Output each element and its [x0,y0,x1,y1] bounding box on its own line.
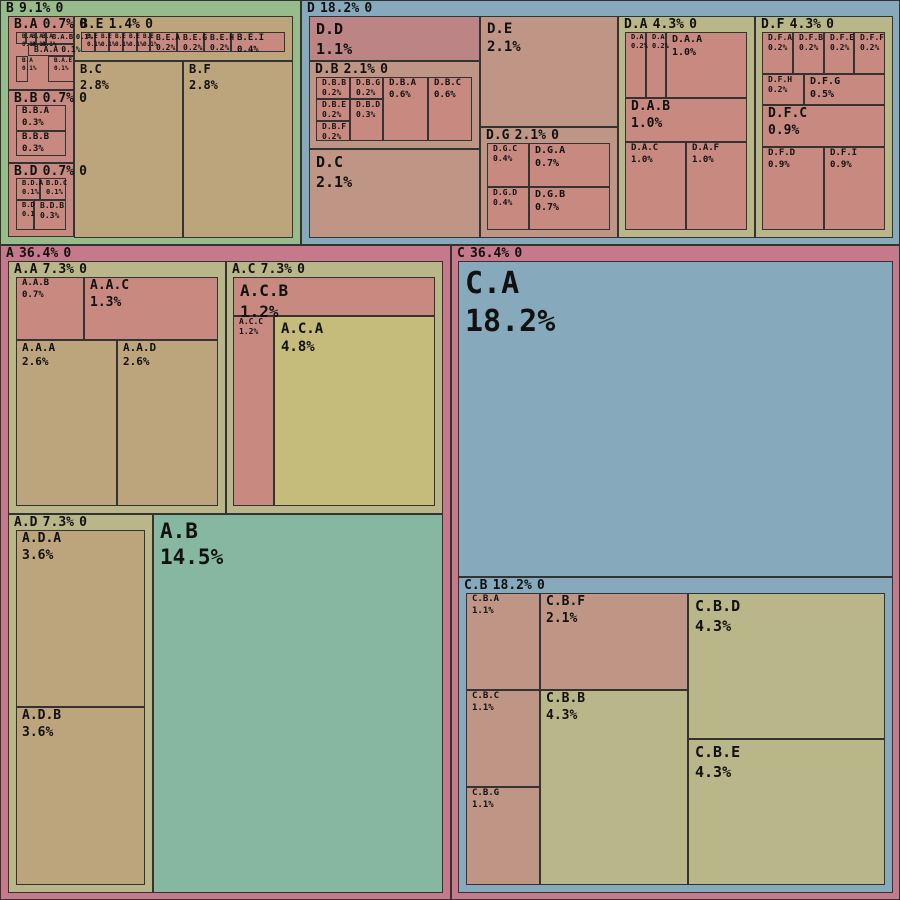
tile-a-c-b [233,277,435,316]
tile-b-d-b [34,200,66,230]
tile-a-a-b [16,277,84,340]
tile-b-a-e [48,56,74,82]
tile-d-g-b [529,187,610,230]
tile-d-a-f [686,142,747,230]
tile-d-f-c [762,105,885,147]
tile-a-a-c [84,277,218,340]
tile-d-c [309,149,480,238]
tile-b-d-a [16,200,34,230]
tile-d-g-a [529,143,610,187]
tile-b-a-d [16,56,28,82]
tile-d-g-d [487,187,529,230]
tile-b-a-c [36,32,46,44]
tile-b-a-b [46,32,74,44]
tile-d-f-d [762,147,824,230]
tile-d-a-a [666,32,747,98]
tile-d-a-x [625,32,646,98]
tile-c-a [458,261,893,577]
tile-d-e [480,16,618,127]
tile-b-a-b [26,32,36,44]
tile-d-f-a [762,32,793,74]
tile-a-a-d [117,340,218,506]
tile-d-b-c [428,77,472,141]
tile-b-f [183,61,293,238]
tile-d-f-g [804,74,885,105]
tile-b-e-h [204,32,231,52]
tile-d-f-f [854,32,885,74]
tile-b-e-a [150,32,177,52]
tile-d-g-c [487,143,529,187]
tile-d-b-b [316,77,350,99]
tile-d-b-d [350,99,383,141]
tile-c-b-g [466,787,540,885]
tile-d-b-g [350,77,383,99]
tile-d-a-y [646,32,666,98]
tile-d-b-a [383,77,428,141]
tile-d-b-f [316,121,350,141]
tile-a-d-b [16,707,145,885]
tile-b-e-4 [123,32,137,52]
tile-d-f-i [824,147,885,230]
tile-b-d-c [40,178,66,200]
tile-d-f-h [762,74,804,105]
tile-b-a-a [28,44,74,56]
tile-b-a-a [16,32,26,44]
tile-b-b-a [16,105,66,131]
tile-d-b-e [316,99,350,121]
tile-a-a-a [16,340,117,506]
tile-b-b-b [16,131,66,156]
tile-d-f-b [793,32,824,74]
tile-d-f-e [824,32,854,74]
tile-c-b-e [688,739,885,885]
tile-d-d [309,16,480,61]
tile-d-a-b [625,98,747,142]
tile-b-e-3 [109,32,123,52]
tile-c-b-c [466,690,540,787]
tile-b-d-a [16,178,40,200]
tile-c-b-b [540,690,688,885]
tile-a-c-c [233,316,274,506]
tile-b-e-5 [137,32,150,52]
tile-b-e-i [231,32,285,52]
tile-c-b-d [688,593,885,739]
tile-d-a-c [625,142,686,230]
tile-b-c [74,61,183,238]
tile-b-e-g [177,32,204,52]
tile-a-d-a [16,530,145,707]
tile-c-b-f [540,593,688,690]
tile-b-e-1 [81,32,95,52]
tile-a-c-a [274,316,435,506]
tile-a-b [153,514,443,893]
tile-b-e-2 [95,32,109,52]
tile-c-b-a [466,593,540,690]
